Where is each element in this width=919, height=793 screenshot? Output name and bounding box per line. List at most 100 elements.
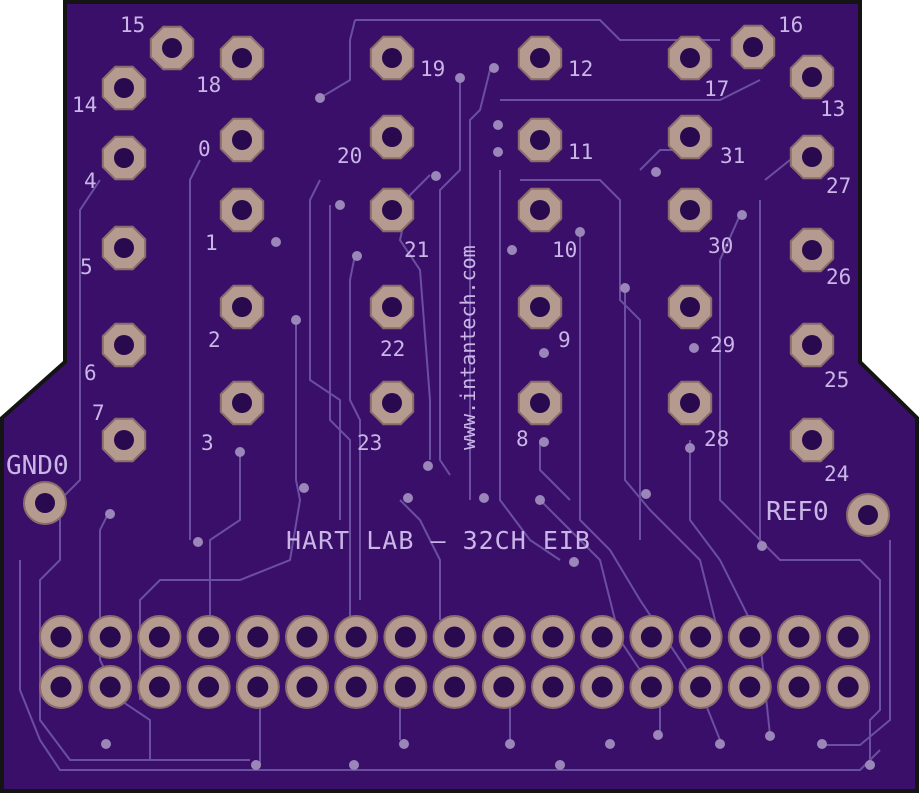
electrode-pad-15 [149,25,195,71]
header-pin [629,615,674,659]
pad-label-10: 10 [552,238,577,262]
electrode-pad-3 [219,380,265,426]
pad-label-21: 21 [404,238,429,262]
ref-pad [846,493,890,537]
electrode-pad-2 [219,284,265,330]
header-pin [88,665,133,709]
gnd-label: GND0 [6,451,69,481]
electrode-pad-11 [517,117,563,163]
via-layer [101,63,875,770]
electrode-pad-10 [517,187,563,233]
electrode-pad-5 [101,225,147,271]
electrode-pad-31 [667,114,713,160]
pad-label-31: 31 [720,144,745,168]
header-pin [235,615,280,659]
pad-label-2: 2 [208,328,221,352]
header-pin [727,665,772,709]
electrode-pad-14 [101,65,147,111]
electrode-pad-23 [369,380,415,426]
pad-label-23: 23 [357,431,382,455]
header-pin [432,615,477,659]
header-pin [580,615,625,659]
pad-label-3: 3 [201,431,214,455]
header-pin [531,615,575,659]
electrode-pad-17 [667,35,713,81]
board-title: HART LAB — 32CH EIB [286,526,591,555]
electrode-pad-27 [789,134,835,180]
electrode-pad-8 [517,380,563,426]
electrode-pad-20 [369,114,415,160]
header-pin [383,665,428,709]
header-pin [334,615,379,659]
header-pin [432,665,477,709]
header-pin [137,665,182,709]
header-pin [580,665,625,709]
electrode-pad-29 [667,284,713,330]
pad-label-0: 0 [198,137,211,161]
header-pin [531,665,575,709]
electrode-pad-24 [789,417,835,463]
pad-label-27: 27 [826,174,851,198]
header-pin [186,665,231,709]
header-pin [137,615,182,659]
electrode-pad-22 [369,284,415,330]
header-pin [777,615,821,659]
header-pin [88,615,133,659]
pad-label-26: 26 [826,265,851,289]
electrode-pad-9 [517,284,563,330]
pad-label-20: 20 [337,144,362,168]
pad-label-12: 12 [568,57,593,81]
website-text: www.intantech.com [456,245,480,450]
pad-label-22: 22 [380,337,405,361]
header-pin [777,665,821,709]
header-pin [39,615,83,659]
pad-label-29: 29 [710,333,735,357]
header-pin [285,665,329,709]
header-pin [235,665,280,709]
trace-layer [19,19,891,771]
header-pin [285,615,329,659]
header-pin [678,665,723,709]
pad-label-11: 11 [568,140,593,164]
electrode-pad-16 [730,24,776,70]
electrode-pad-19 [369,35,415,81]
electrode-pad-7 [101,417,147,463]
pad-label-14: 14 [72,93,97,117]
pad-label-25: 25 [824,368,849,392]
electrode-pad-26 [789,227,835,273]
electrode-pad-6 [101,322,147,368]
pad-label-8: 8 [516,427,529,451]
pad-label-18: 18 [196,73,221,97]
pad-label-1: 1 [205,231,218,255]
electrode-pad-4 [101,135,147,181]
pad-label-9: 9 [558,328,571,352]
header-pin [678,615,723,659]
pad-label-19: 19 [420,57,445,81]
electrode-pad-21 [369,187,415,233]
header-pin [481,615,526,659]
header-pin [186,615,231,659]
electrode-pad-25 [789,322,835,368]
header-pin [826,615,871,659]
electrode-pad-0 [219,117,265,163]
pad-label-30: 30 [708,234,733,258]
electrode-pad-13 [789,54,835,100]
pad-label-4: 4 [84,169,97,193]
pad-label-24: 24 [824,462,849,486]
pad-label-6: 6 [84,361,97,385]
pad-label-5: 5 [80,255,93,279]
header-connector [39,615,871,709]
header-pin [826,665,871,709]
header-pin [481,665,526,709]
electrode-pad-30 [667,187,713,233]
header-pin [383,615,428,659]
pad-label-16: 16 [778,13,803,37]
electrode-pad-group [101,24,835,463]
header-pin [629,665,674,709]
pad-label-28: 28 [704,427,729,451]
electrode-pad-28 [667,380,713,426]
electrode-pad-1 [219,187,265,233]
ref-label: REF0 [766,497,829,527]
